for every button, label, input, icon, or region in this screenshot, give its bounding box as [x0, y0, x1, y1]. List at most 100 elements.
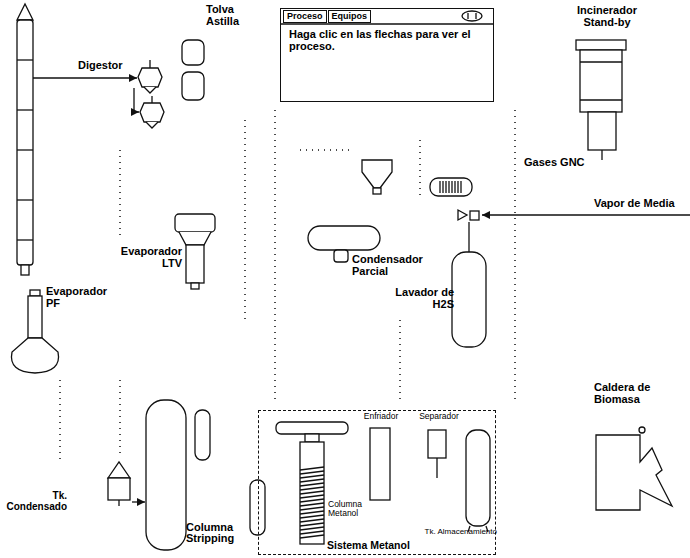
condensate-tank [108, 462, 130, 506]
digestor-vessel [138, 60, 164, 128]
flow-arrow [33, 78, 139, 112]
incinerator [576, 40, 626, 50]
methanol-column [300, 487, 324, 490]
fan-drum [430, 178, 472, 196]
equipment-label: Separador [414, 412, 464, 426]
flow-arrow [134, 88, 139, 112]
equipment-name: Columna Stripping [186, 522, 242, 545]
fan-drum [440, 181, 461, 193]
equipment-name: Separador [419, 412, 459, 421]
dotted-line [399, 320, 401, 400]
methanol-column [300, 515, 324, 518]
main-column [17, 239, 33, 240]
biomass-boiler [596, 427, 672, 510]
equipment-label: Columna Metanol [328, 500, 372, 524]
pf-evaporator [11, 338, 58, 373]
dotted-line [59, 380, 61, 460]
flow-arrow [33, 77, 137, 78]
chip-bin [182, 72, 204, 100]
separator [428, 430, 446, 458]
equipment-name: Evaporador LTV [114, 246, 182, 269]
methanol-column [300, 527, 324, 530]
equipment-name: Incinerador Stand-by [572, 5, 642, 28]
digestor-vessel [149, 60, 150, 68]
condensate-tank [118, 500, 119, 506]
incinerator [576, 40, 626, 160]
equipment-label: Incinerador Stand-by [570, 5, 644, 35]
cyclone [373, 188, 381, 194]
pf-evaporator [30, 290, 40, 296]
steam-valve [458, 210, 467, 220]
biomass-boiler [596, 435, 672, 510]
equipment-name: Tolva Astilla [206, 4, 256, 27]
stream-label: Gases GNC [524, 156, 585, 168]
chip-bin [182, 40, 204, 65]
main-column [17, 4, 33, 20]
info-panel: Haga clic en las flechas para ver el pro… [280, 8, 494, 102]
equipment-name: Enfriador [364, 412, 399, 421]
equipment-name: Tk. Condensado [3, 491, 67, 512]
equipment-name: Proceso [287, 12, 323, 21]
condensate-tank [108, 478, 130, 500]
ltv-evaporator [186, 245, 204, 283]
group-box: Sistema MetanolEnfriadorSeparadorColumna… [258, 410, 496, 555]
ltv-evaporator [179, 232, 211, 245]
methanol-column [300, 499, 324, 502]
panel-decoration [462, 11, 482, 21]
dotted-line [274, 110, 276, 400]
dotted-line [119, 150, 121, 235]
digestor-vessel [138, 68, 162, 87]
dotted-line [300, 149, 350, 151]
equipment-name: Evaporador PF [46, 286, 116, 309]
digestor-vessel [140, 103, 164, 122]
main-column [17, 149, 33, 150]
equipment-name: Digestor [78, 60, 123, 72]
ltv-evaporator [191, 283, 199, 289]
equipment-name: Equipos [332, 12, 368, 21]
h2s-scrubber [468, 222, 469, 252]
methanol-column [300, 467, 324, 470]
methanol-column [300, 519, 324, 522]
cooler [370, 428, 390, 500]
dotted-line [60, 110, 515, 460]
dotted-line [119, 380, 121, 455]
flow-connector [132, 501, 145, 502]
steam-valve [458, 210, 690, 220]
digestor-vessel [151, 96, 152, 103]
cooler [370, 428, 390, 500]
methanol-column [300, 483, 324, 486]
fan-drum [442, 181, 443, 193]
equipment-label: Tk. Condensado [3, 460, 132, 512]
digestor-vessel [146, 122, 158, 128]
storage-tank [466, 430, 490, 532]
methanol-column [300, 523, 324, 526]
stripping-column [146, 400, 265, 550]
main-column [17, 59, 33, 60]
panel-decoration [281, 23, 493, 24]
main-column [17, 199, 33, 200]
fan-drum [439, 181, 440, 193]
equipment-label: Tolva Astilla [206, 4, 260, 34]
equipment-label: Enfriador [360, 412, 402, 426]
storage-tank [466, 430, 490, 526]
incinerator [601, 150, 602, 160]
incinerator [580, 61, 622, 62]
cyclone [362, 160, 392, 194]
incinerator [588, 112, 616, 150]
equipment-name: Condensador Parcial [352, 254, 436, 277]
methanol-column [300, 491, 324, 494]
separator [428, 430, 446, 478]
digestor-vessel [144, 87, 156, 93]
h2s-scrubber [452, 252, 486, 347]
ltv-evaporator [175, 214, 215, 232]
partial-condenser [308, 226, 380, 250]
equipment-label: Condensador Parcial [352, 254, 440, 282]
cyclone [362, 160, 392, 188]
equipment-name: Columna Metanol [328, 500, 368, 518]
stripping-column [195, 410, 210, 460]
fan-drum [460, 181, 461, 193]
stripping-column [146, 400, 186, 550]
dotted-line [514, 110, 516, 400]
